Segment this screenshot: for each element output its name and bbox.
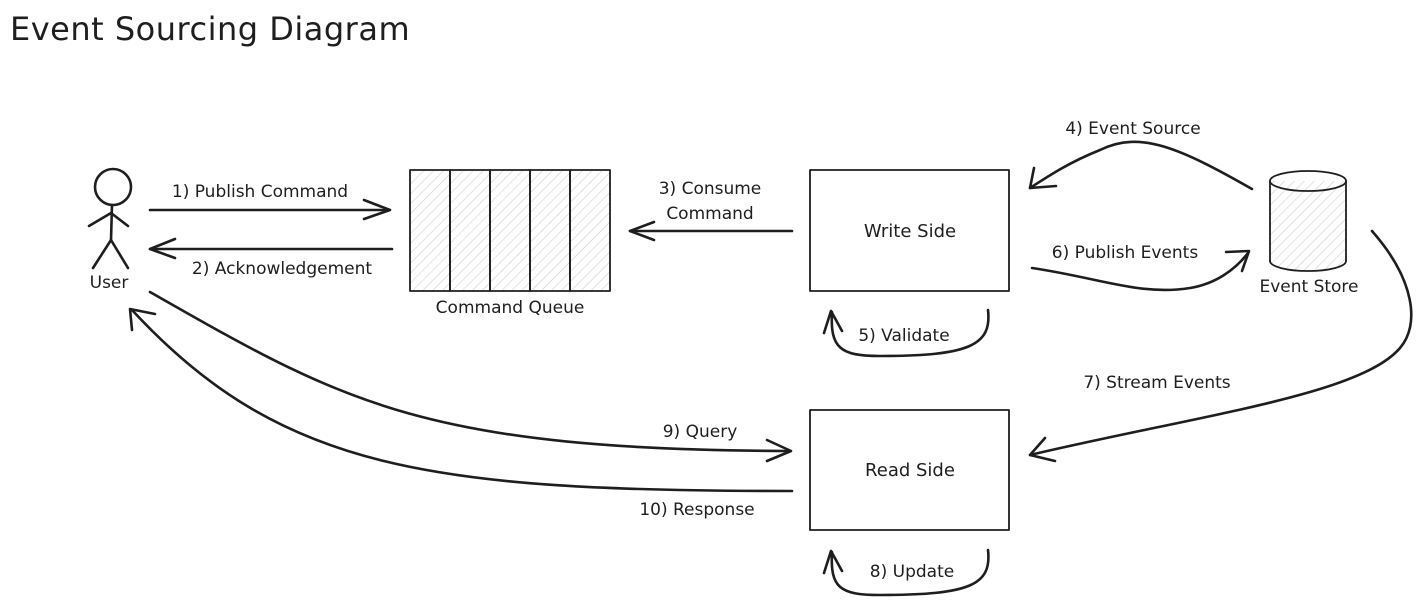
edge-publish-events xyxy=(1030,249,1251,292)
label-publish-command: 1) Publish Command xyxy=(172,182,348,202)
arrowhead-icon xyxy=(822,549,844,575)
arrowhead-icon xyxy=(1028,436,1057,463)
label-consume-command-line2: Command xyxy=(666,204,753,224)
edge-update xyxy=(822,548,990,597)
label-stream-events: 7) Stream Events xyxy=(1083,373,1230,393)
command-queue-label: Command Queue xyxy=(436,298,585,318)
command-queue-node: Command Queue xyxy=(409,169,611,318)
edge-event-source xyxy=(1028,140,1254,191)
label-publish-events: 6) Publish Events xyxy=(1052,243,1199,263)
arrowhead-icon xyxy=(822,309,844,335)
arrowhead-icon xyxy=(628,220,656,242)
write-side-node: Write Side xyxy=(809,169,1010,292)
arrowhead-icon xyxy=(765,438,793,463)
read-side-label: Read Side xyxy=(865,460,955,481)
diagram-title: Event Sourcing Diagram xyxy=(10,10,411,48)
label-query: 9) Query xyxy=(663,422,738,442)
label-validate: 5) Validate xyxy=(858,326,949,346)
database-icon xyxy=(1269,170,1347,272)
write-side-label: Write Side xyxy=(864,221,956,242)
event-store-label: Event Store xyxy=(1259,277,1358,297)
arrowhead-icon xyxy=(1224,249,1251,273)
edge-query xyxy=(148,290,793,463)
event-store-node: Event Store xyxy=(1259,170,1359,297)
label-acknowledgement: 2) Acknowledgement xyxy=(192,259,372,279)
label-consume-command-line1: 3) Consume xyxy=(659,179,762,199)
edge-stream-events xyxy=(1028,229,1413,463)
arrowhead-icon xyxy=(362,198,392,221)
label-response: 10) Response xyxy=(639,500,754,520)
user-icon xyxy=(87,167,133,270)
edge-acknowledgement xyxy=(148,237,394,260)
edge-response xyxy=(128,307,794,493)
label-update: 8) Update xyxy=(870,562,954,582)
user-node: User xyxy=(87,167,133,293)
edge-consume-command xyxy=(628,220,794,242)
arrowhead-icon xyxy=(128,307,157,332)
read-side-node: Read Side xyxy=(809,409,1010,531)
user-label: User xyxy=(90,273,129,293)
arrowhead-icon xyxy=(148,237,177,260)
edge-publish-command xyxy=(148,198,392,221)
label-event-source: 4) Event Source xyxy=(1065,119,1200,139)
arrowhead-icon xyxy=(1028,166,1058,190)
edge-validate xyxy=(822,308,990,358)
